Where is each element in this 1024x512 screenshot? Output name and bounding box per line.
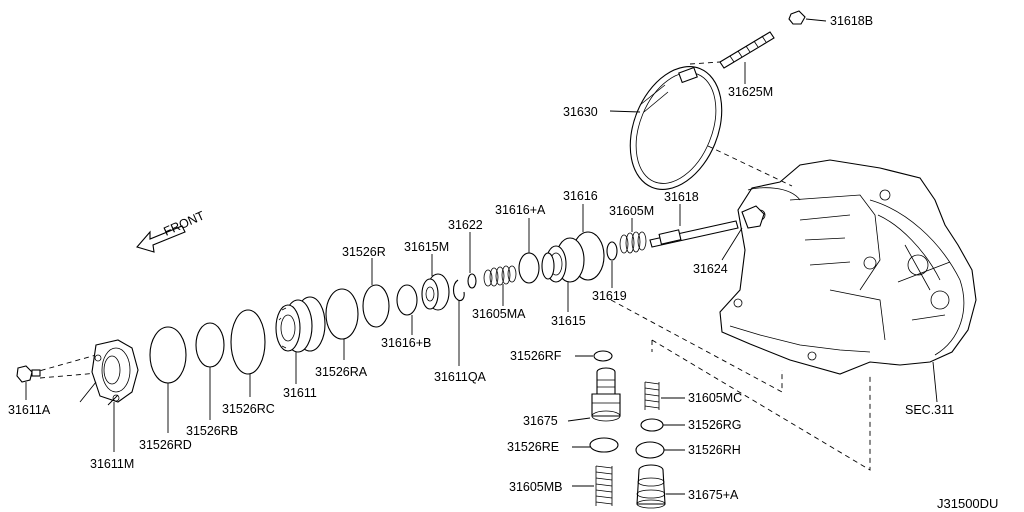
p31615M-label: 31615M (404, 240, 449, 254)
piston-stem (649, 205, 765, 248)
p31526RH-label: 31526RH (688, 443, 741, 457)
return-spring (619, 231, 647, 254)
piston-seal-b (396, 284, 418, 316)
p31605MB-label: 31605MB (509, 480, 563, 494)
band-assembly-line (707, 145, 793, 187)
p31605M-label: 31605M (609, 204, 654, 218)
o-ring-re (589, 437, 619, 453)
p31618B-leader (805, 18, 827, 22)
o-ring-rd (149, 326, 187, 384)
p31526RE-label: 31526RE (507, 440, 559, 454)
p31605MC-label: 31605MC (688, 391, 742, 405)
p31675-label: 31675 (523, 414, 558, 428)
p31624-label: 31624 (693, 262, 728, 276)
lock-nut (788, 10, 806, 25)
p31619-label: 31619 (592, 289, 627, 303)
p31675A-label: 31675+A (688, 488, 739, 502)
o-ring-rc (230, 309, 266, 375)
bolt-bracket-lines (79, 381, 119, 406)
p31526R-label: 31526R (342, 245, 386, 259)
o-ring-r (362, 284, 390, 328)
p31526RG-label: 31526RG (688, 418, 742, 432)
transmission-case (719, 159, 977, 375)
p31611QA-label: 31611QA (434, 370, 487, 384)
p31616A-label: 31616+A (495, 203, 546, 217)
p31526RC-label: 31526RC (222, 402, 275, 416)
bolt (16, 365, 41, 383)
valve-spring-c (644, 381, 660, 410)
p31611A-label: 31611A (8, 403, 51, 417)
p31630-label: 31630 (563, 105, 598, 119)
servo-piston (541, 237, 585, 283)
p31675-leader (567, 417, 591, 422)
p31618B-label: 31618B (830, 14, 873, 28)
pin-assembly-line (689, 61, 721, 65)
accumulator-piston-a (636, 464, 666, 509)
p31616-label: 31616 (563, 189, 598, 203)
anchor-end-pin (719, 31, 775, 69)
p31624-leader (721, 227, 743, 261)
p31615-label: 31615 (551, 314, 586, 328)
o-ring-rh (635, 441, 665, 459)
front-servo-cover (91, 339, 139, 403)
p31625M-label: 31625M (728, 85, 773, 99)
sec311-leader (932, 361, 938, 403)
p31526RD-label: 31526RD (139, 438, 192, 452)
accumulator-piston (591, 367, 621, 422)
servo-assembly (275, 296, 326, 353)
front-arrow-icon (136, 225, 186, 253)
retaining-ring (452, 279, 465, 302)
p31526RB-label: 31526RB (186, 424, 238, 438)
sec311-label: SEC.311 (905, 403, 954, 417)
snap-ring (467, 273, 477, 289)
piston-seal-a (518, 252, 540, 284)
front-label: FRONT (162, 208, 207, 238)
band-servo-piston (421, 273, 450, 311)
valve-assembly-line-a (610, 299, 783, 393)
drawing-code: J31500DU (937, 496, 998, 511)
p31605MA-label: 31605MA (472, 307, 526, 321)
p31526RA-label: 31526RA (315, 365, 368, 379)
p31526RF-label: 31526RF (510, 349, 562, 363)
p31611-label: 31611 (283, 386, 317, 400)
o-ring-rf (593, 350, 613, 362)
p31630-leader (609, 110, 641, 113)
o-ring (606, 241, 618, 261)
o-ring-rb (195, 322, 225, 368)
valve-assembly-line-b (651, 339, 871, 471)
brake-band (629, 66, 723, 190)
p31618-label: 31618 (664, 190, 699, 204)
p31616B-label: 31616+B (381, 336, 431, 350)
accumulator-spring (595, 465, 613, 506)
p31622-label: 31622 (448, 218, 483, 232)
o-ring-rg (640, 418, 664, 432)
piston-spring (483, 265, 517, 287)
o-ring-ra (325, 288, 359, 340)
p31611M-label: 31611M (90, 457, 134, 471)
